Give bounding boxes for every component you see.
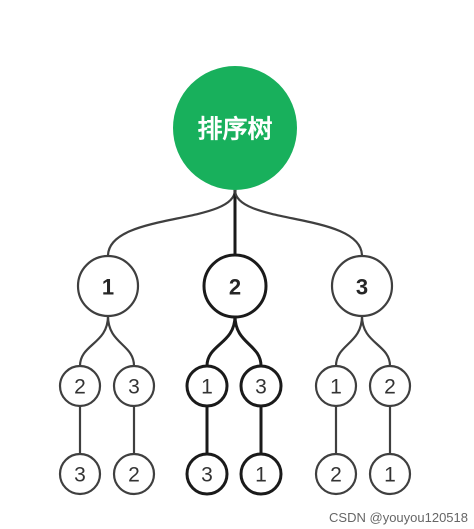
leaf-node-1-3-2-label: 2 (128, 464, 140, 487)
edge-node-2-to-node-2-3 (233, 314, 263, 368)
leaf-node-2-1-3-label: 3 (201, 464, 213, 487)
leaf-node-1-3-2-circle (112, 452, 156, 496)
leaf-node-3-2-1-circle (368, 452, 412, 496)
node-2-label: 2 (229, 275, 241, 300)
node-3-1-label: 1 (330, 376, 342, 399)
leaf-node-2-3-1-circle (239, 452, 283, 496)
node-3-1-circle (314, 364, 358, 408)
leaf-node-2-3-1-label: 1 (255, 464, 267, 487)
edge-node-3-to-node-3-2 (360, 314, 392, 368)
node-2-1: 1 (185, 364, 229, 408)
edge-node-1-to-node-1-3 (106, 314, 136, 368)
node-1-label: 1 (102, 275, 114, 300)
leaf-node-2-3-1: 1 (239, 452, 283, 496)
node-2-1-circle (185, 364, 229, 408)
node-1-2-label: 2 (74, 376, 86, 399)
leaf-node-2-1-3: 3 (185, 452, 229, 496)
node-1-3: 3 (112, 364, 156, 408)
edge-root-to-node-3 (233, 188, 364, 258)
leaf-node-3-1-2: 2 (314, 452, 358, 496)
node-1-3-circle (112, 364, 156, 408)
node-2-3: 3 (239, 364, 283, 408)
node-2-1-label: 1 (201, 376, 213, 399)
node-2-3-label: 3 (255, 376, 267, 399)
node-3: 3 (330, 254, 394, 318)
node-3-label: 3 (356, 275, 368, 300)
node-3-1: 1 (314, 364, 358, 408)
leaf-node-1-2-3: 3 (58, 452, 102, 496)
node-1-3-label: 3 (128, 376, 140, 399)
node-3-circle (330, 254, 394, 318)
node-3-2-label: 2 (384, 376, 396, 399)
root-node-circle (173, 66, 297, 190)
leaf-node-1-2-3-circle (58, 452, 102, 496)
csdn-watermark: CSDN @youyou120518 (329, 510, 468, 525)
node-3-2-circle (368, 364, 412, 408)
leaf-node-3-2-1-label: 1 (384, 464, 396, 487)
edge-root-to-node-1 (106, 188, 237, 258)
node-3-2: 2 (368, 364, 412, 408)
edge-node-1-to-node-1-2 (78, 314, 110, 368)
leaf-node-1-3-2: 2 (112, 452, 156, 496)
leaf-node-3-1-2-label: 2 (330, 464, 342, 487)
edge-node-2-to-node-2-1 (205, 314, 237, 368)
root-node-label: 排序树 (197, 115, 272, 144)
node-2: 2 (202, 253, 268, 319)
node-1: 1 (76, 254, 140, 318)
leaf-node-2-1-3-circle (185, 452, 229, 496)
leaf-node-3-2-1: 1 (368, 452, 412, 496)
leaf-node-3-1-2-circle (314, 452, 358, 496)
node-2-3-circle (239, 364, 283, 408)
root-node: 排序树 (173, 66, 297, 190)
node-1-circle (76, 254, 140, 318)
node-1-2: 2 (58, 364, 102, 408)
leaf-node-1-2-3-label: 3 (74, 464, 86, 487)
node-1-2-circle (58, 364, 102, 408)
node-2-circle (202, 253, 268, 319)
edge-node-3-to-node-3-1 (334, 314, 364, 368)
